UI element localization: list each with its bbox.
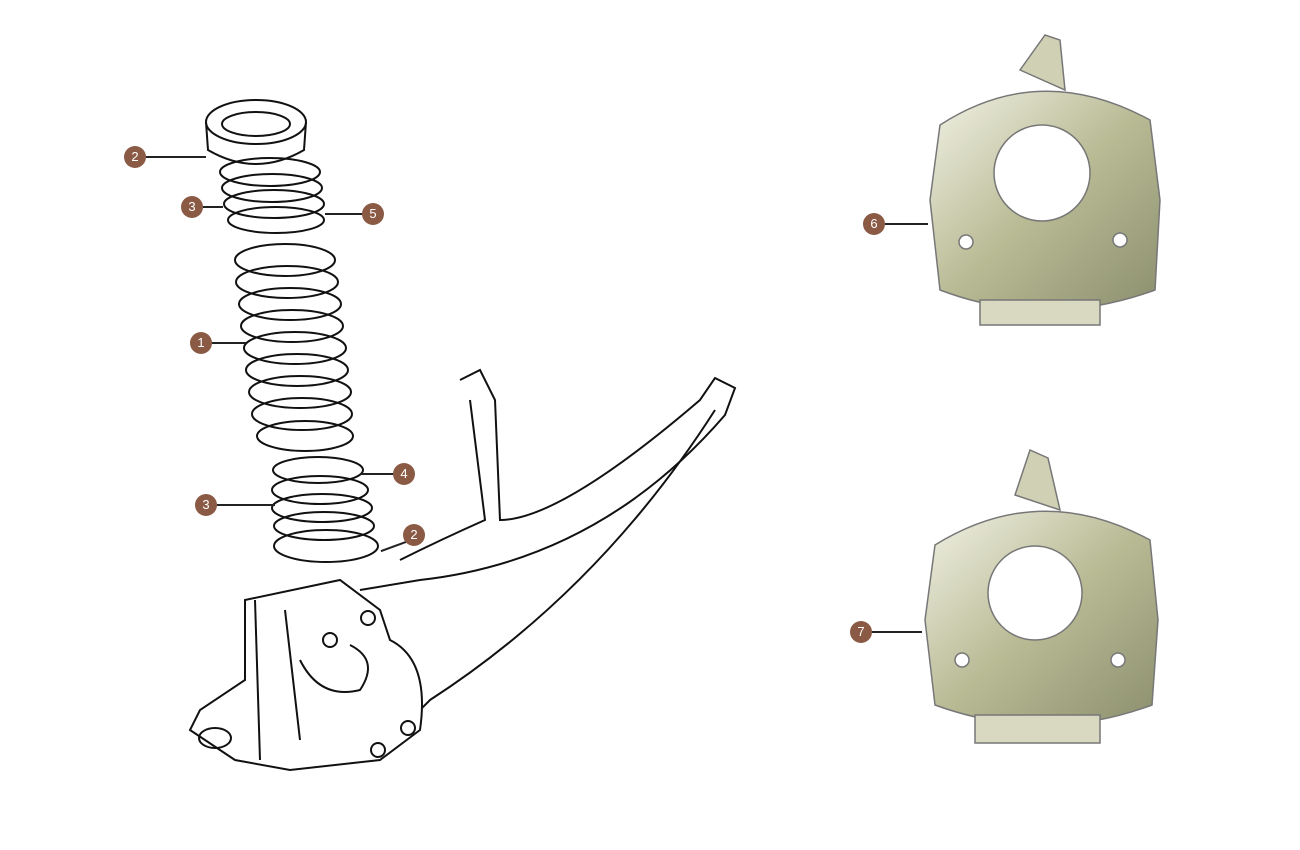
- callout-badge-7[interactable]: 7: [850, 621, 872, 643]
- leader-line: [146, 156, 206, 158]
- leader-line: [872, 631, 922, 633]
- leader-line: [885, 223, 928, 225]
- callout-badge-6[interactable]: 6: [863, 213, 885, 235]
- callout-badge-3[interactable]: 3: [181, 196, 203, 218]
- coil-spring-assembly: [205, 99, 379, 563]
- callout-badge-2[interactable]: 2: [124, 146, 146, 168]
- leader-line: [217, 504, 275, 506]
- leader-line: [212, 342, 246, 344]
- callout-badge-4[interactable]: 4: [393, 463, 415, 485]
- trailing-arm: [188, 368, 737, 772]
- callout-badge-2[interactable]: 2: [403, 524, 425, 546]
- leader-line: [325, 213, 365, 215]
- mounting-cup-6: [929, 34, 1161, 326]
- callout-badge-5[interactable]: 5: [362, 203, 384, 225]
- callout-badge-1[interactable]: 1: [190, 332, 212, 354]
- leader-line: [203, 206, 223, 208]
- callout-badge-3[interactable]: 3: [195, 494, 217, 516]
- leader-line: [360, 473, 395, 475]
- mounting-cup-7: [924, 448, 1159, 744]
